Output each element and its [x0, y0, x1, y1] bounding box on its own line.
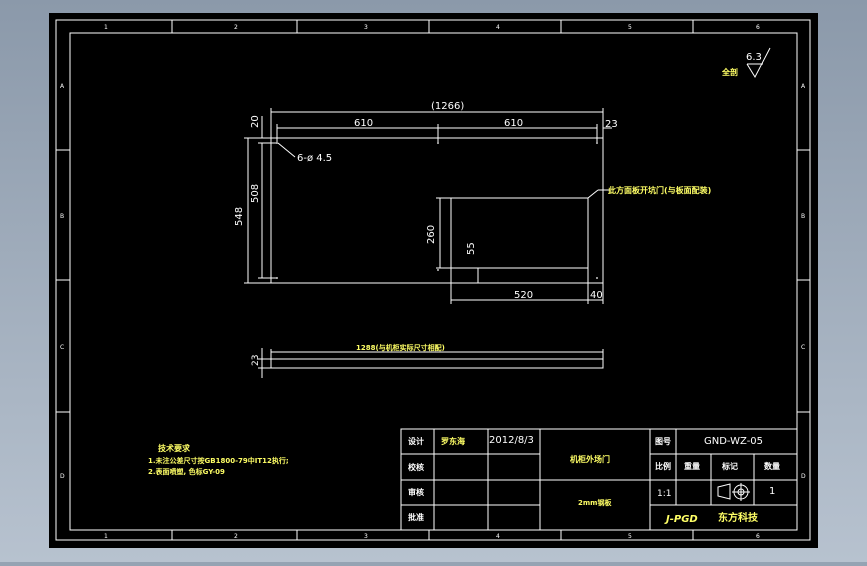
quantity-value: 1	[769, 486, 775, 497]
door-cutout	[450, 197, 589, 269]
dim-edge-top: 20	[250, 115, 261, 128]
dim-left: 610	[354, 118, 373, 129]
top-dimensions	[270, 108, 612, 142]
col-label-bottom: 6	[756, 533, 760, 540]
dim-cut-offset: 55	[466, 242, 477, 255]
dim-side-length: 1288(与机柜实际尺寸相配)	[356, 343, 445, 352]
zone-ticks	[56, 20, 810, 540]
roughness-value: 6.3	[746, 52, 762, 63]
plate-outline	[270, 137, 604, 284]
row-label-right: C	[801, 344, 805, 351]
material: 2mm钢板	[578, 498, 612, 507]
review-label: 审核	[408, 487, 424, 497]
title-block[interactable]: 设计 罗东海 校核 审核 批准 机柜外场门 2mm钢板 图号 比例 重量 标记 …	[400, 428, 798, 531]
design-label: 设计	[408, 436, 424, 446]
cut-note: 此方面板开坑门(与板面配装)	[608, 185, 711, 195]
col-label-bottom: 2	[234, 533, 238, 540]
notes-line1: 1.未注公差尺寸按GB1800-79中IT12执行;	[148, 456, 289, 465]
dim-height-outer: 548	[234, 207, 245, 226]
col-label-bottom: 1	[104, 533, 108, 540]
notes-line2: 2.表面喷塑, 色标GY-09	[148, 467, 225, 476]
row-label-left: C	[60, 344, 64, 351]
col-label-bottom: 3	[364, 533, 368, 540]
company-logo: J-PGD	[664, 514, 698, 525]
company-name: 东方科技	[718, 511, 759, 524]
col-label-top: 1	[104, 24, 108, 31]
side-profile	[270, 358, 604, 369]
row-label-right: B	[801, 213, 805, 220]
dim-right: 610	[504, 118, 523, 129]
row-label-left: B	[60, 213, 64, 220]
dim-side-thickness: 23	[251, 355, 261, 366]
dim-cut-width: 520	[514, 290, 533, 301]
weight-label: 重量	[684, 461, 700, 471]
holes-leader	[277, 142, 296, 158]
col-label-top: 3	[364, 24, 368, 31]
row-label-right: D	[801, 473, 806, 480]
projection-symbol-icon	[717, 483, 750, 501]
technical-notes: 技术要求 1.未注公差尺寸按GB1800-79中IT12执行; 2.表面喷塑, …	[148, 443, 289, 476]
check-label: 校核	[408, 462, 424, 472]
dim-cut-height: 260	[426, 225, 437, 244]
side-view[interactable]: 1288(与机柜实际尺寸相配) 23	[251, 343, 604, 378]
col-label-bottom: 5	[628, 533, 632, 540]
scale-value: 1:1	[657, 489, 671, 499]
roughness-symbol: 6.3 全剖	[721, 47, 771, 79]
part-name: 机柜外场门	[570, 454, 610, 464]
approve-label: 批准	[408, 512, 424, 522]
mark-label: 标记	[721, 461, 738, 471]
designer-name: 罗东海	[441, 436, 465, 446]
row-label-left: A	[60, 83, 65, 90]
col-label-bottom: 4	[496, 533, 500, 540]
notes-title: 技术要求	[158, 443, 191, 453]
quantity-label: 数量	[764, 461, 780, 471]
dim-edge-right: 23	[605, 119, 618, 130]
drawing-no: GND-WZ-05	[704, 436, 763, 447]
col-label-top: 5	[628, 24, 632, 31]
row-label-right: A	[801, 83, 806, 90]
left-dimensions	[244, 116, 277, 284]
roughness-label: 全剖	[721, 67, 738, 77]
dim-height-inner: 508	[250, 184, 261, 203]
drawing-no-label: 图号	[655, 437, 671, 446]
col-label-top: 4	[496, 24, 500, 31]
scale-label: 比例	[655, 461, 671, 471]
dim-total: (1266)	[431, 101, 464, 112]
col-label-top: 6	[756, 24, 760, 31]
row-label-left: D	[60, 473, 65, 480]
dim-cut-right: 40	[590, 290, 603, 301]
dim-holes: 6-ø 4.5	[297, 153, 332, 164]
col-label-top: 2	[234, 24, 238, 31]
design-date: 2012/8/3	[489, 435, 534, 446]
cutout-dimensions	[436, 189, 610, 304]
